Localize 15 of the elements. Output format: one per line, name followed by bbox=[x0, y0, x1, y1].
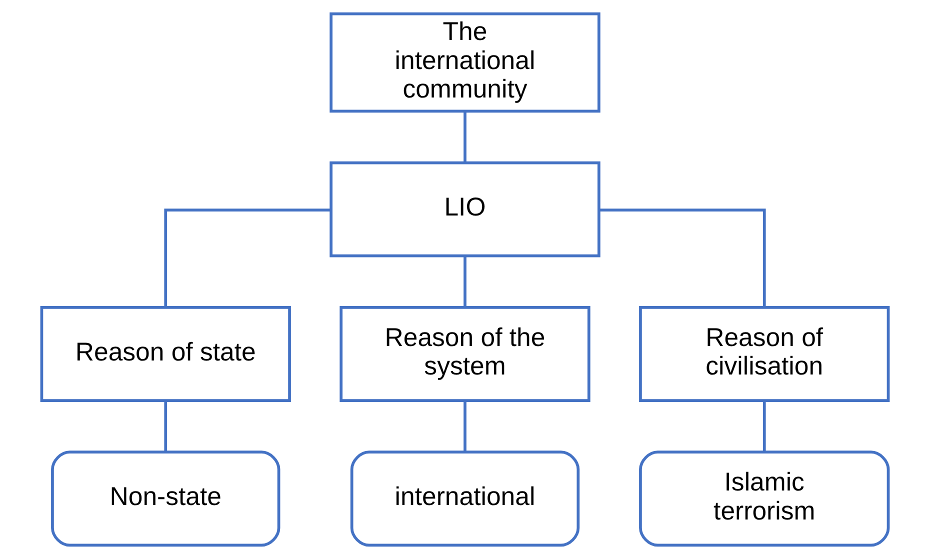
node-box: The international community bbox=[329, 12, 600, 113]
node-box: international bbox=[350, 450, 580, 547]
node-box: Reason of civilisation bbox=[638, 306, 890, 402]
connector bbox=[463, 256, 466, 307]
connector bbox=[463, 400, 466, 452]
connector bbox=[598, 208, 766, 308]
connector bbox=[762, 400, 766, 452]
node-box: Reason of state bbox=[40, 306, 290, 402]
connector bbox=[164, 208, 330, 308]
node-box: Islamic terrorism bbox=[638, 450, 890, 547]
node-box: Reason of the system bbox=[339, 306, 590, 402]
node-box: Non-state bbox=[50, 450, 280, 547]
connector bbox=[463, 111, 466, 163]
node-box: LIO bbox=[329, 161, 600, 258]
connector bbox=[164, 400, 167, 452]
